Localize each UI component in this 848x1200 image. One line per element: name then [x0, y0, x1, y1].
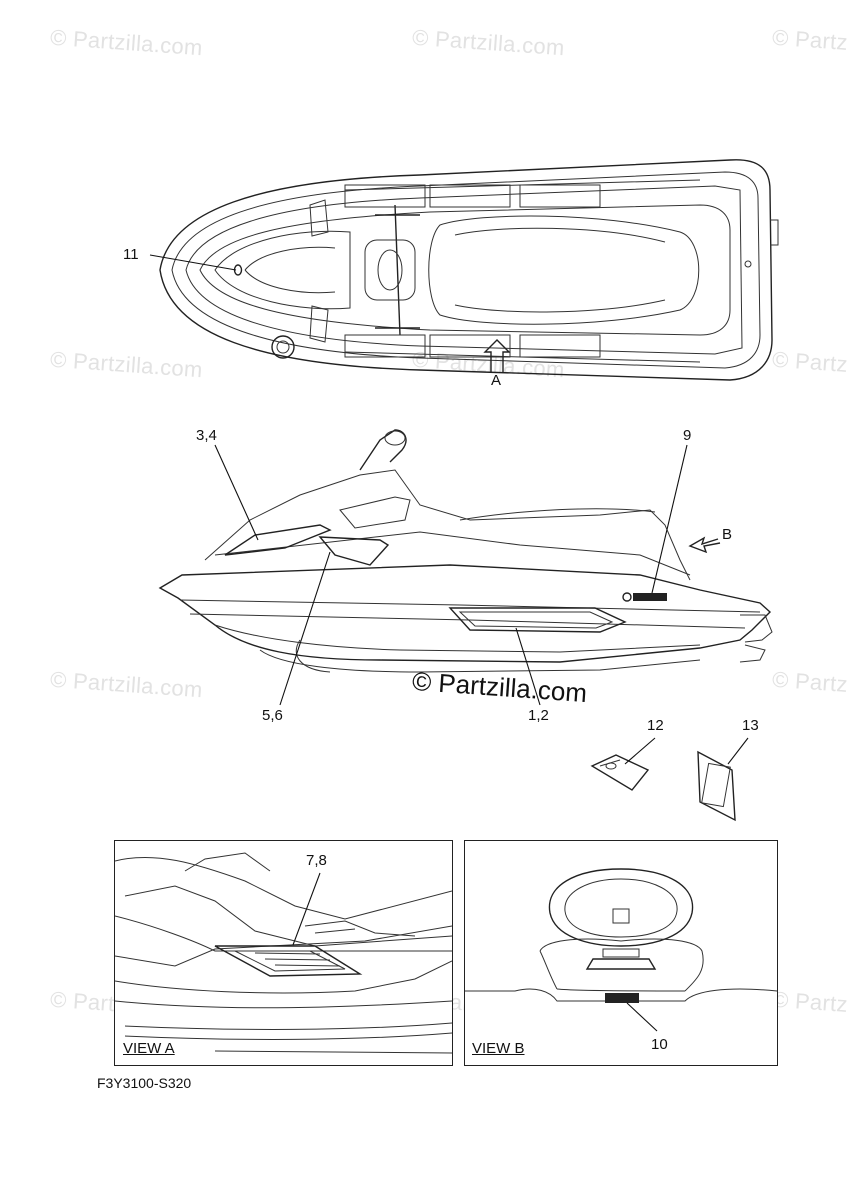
view-a-drawing [115, 852, 452, 1054]
callout-a: A [491, 372, 502, 389]
view-a-panel [114, 840, 453, 1066]
callout-10: 10 [651, 1036, 668, 1053]
view-b-label: VIEW B [472, 1040, 525, 1057]
callout-12: 12 [647, 717, 664, 734]
figure-code: F3Y3100-S320 [97, 1075, 192, 1091]
side-view-watercraft [158, 429, 773, 706]
callout-7-8: 7,8 [306, 852, 327, 869]
callout-9: 9 [683, 427, 692, 444]
callout-3-4: 3,4 [196, 427, 217, 444]
view-b-panel [464, 840, 778, 1066]
callout-13: 13 [742, 717, 759, 734]
callout-5-6: 5,6 [262, 707, 283, 724]
callout-11: 11 [123, 246, 139, 263]
top-view-watercraft [149, 159, 779, 381]
view-b-drawing [465, 868, 777, 1032]
callout-b: B [722, 526, 733, 543]
view-a-label: VIEW A [123, 1040, 175, 1057]
parts-12-13 [590, 737, 749, 822]
callout-1-2: 1,2 [528, 707, 549, 724]
